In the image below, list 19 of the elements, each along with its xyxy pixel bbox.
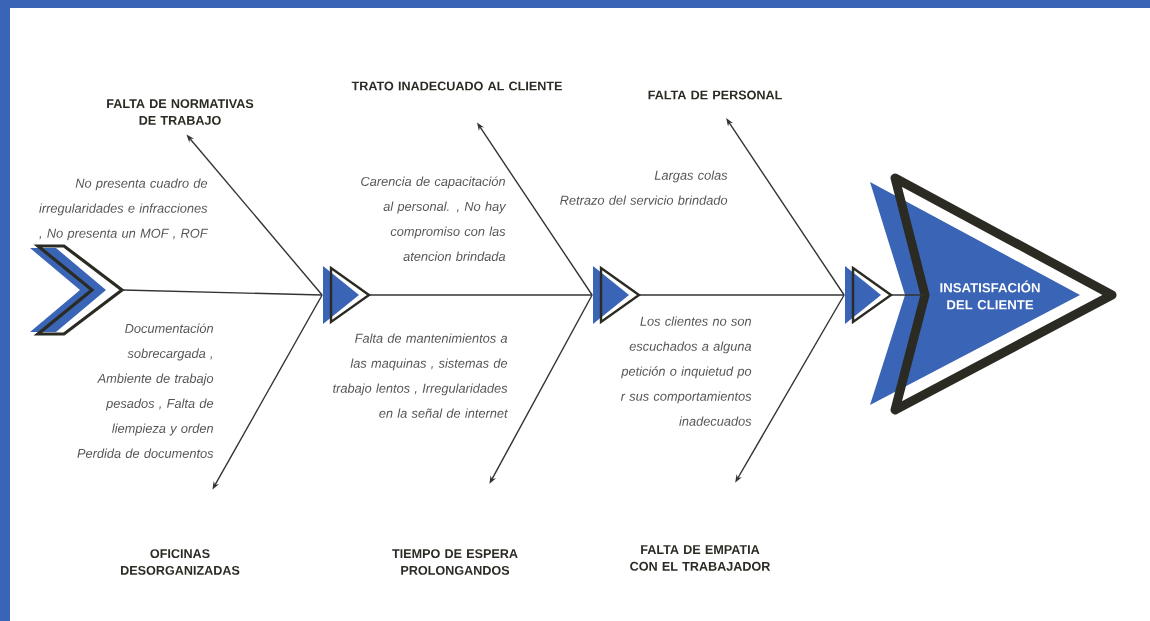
cause-text: Retrazo del servicio brindado bbox=[560, 195, 728, 205]
category-heading: OFICINAS DESORGANIZADAS bbox=[121, 549, 240, 575]
cause-text: Los clientes no son escuchados a alguna petición o inquietud po r sus comportamientos inadecuados bbox=[620, 316, 752, 426]
cause-text: Largas colas bbox=[654, 170, 728, 183]
spine-line bbox=[121, 289, 323, 296]
cause-text: Documentación sobrecargada , Ambiente de trabajo pesados , Falta de liempieza y orden Perdida de documentos bbox=[77, 323, 214, 458]
category-heading: TIEMPO DE ESPERA PROLONGANDOS bbox=[392, 549, 518, 575]
cause-text: No presenta cuadro de irregularidades e infracciones , No presenta un MOF , ROF bbox=[39, 178, 209, 241]
category-heading: TRATO INADECUADO AL CLIENTE bbox=[351, 81, 562, 91]
spine-line bbox=[369, 294, 593, 296]
cause-text: Falta de mantenimientos a las maquinas , sistemas de trabajo lentos , Irregularidades en la señal de internet bbox=[333, 333, 509, 418]
category-heading: FALTA DE EMPATIA CON EL TRABAJADOR bbox=[630, 545, 771, 571]
effect-head: INSATISFACIÓN DEL CLIENTE bbox=[870, 173, 1117, 415]
tail-chevron bbox=[30, 244, 125, 336]
category-heading: FALTA DE NORMATIVAS DE TRABAJO bbox=[107, 99, 254, 125]
category-heading: FALTA DE PERSONAL bbox=[648, 90, 782, 100]
spine-line bbox=[891, 294, 926, 296]
cause-text: Carencia de capacitación al personal. , No hay compromiso con las atencion brindada bbox=[361, 176, 507, 261]
spine-line bbox=[639, 294, 845, 296]
